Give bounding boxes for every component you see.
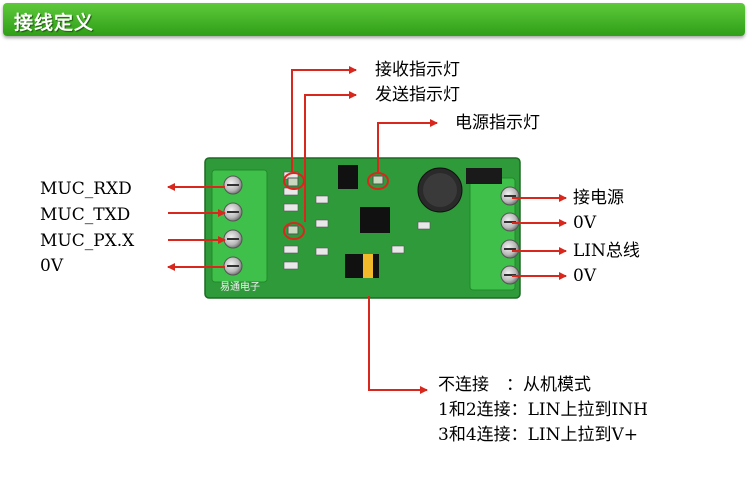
- jumper-note-2: 1和2连接：LIN上拉到INH: [438, 400, 648, 420]
- page-title: 接线定义: [14, 12, 95, 34]
- tx-led: [287, 225, 299, 235]
- left-pin-label-3: MUC_PX.X: [40, 231, 135, 251]
- ic-small: [338, 165, 358, 189]
- jumper-cap: [363, 254, 373, 278]
- jumper-header: [345, 254, 379, 278]
- rx-led: [287, 177, 299, 187]
- left-pin-label-1: MUC_RXD: [40, 179, 132, 199]
- left-pin-label-4: 0V: [40, 256, 64, 276]
- jumper-note-1: 不连接 ：从机模式: [438, 375, 591, 395]
- right-pin-label-2: 0V: [573, 213, 597, 233]
- left-terminal-block: [211, 169, 268, 283]
- pcb-board: 易通电子: [204, 157, 521, 299]
- tx-indicator-arrow: [304, 91, 357, 222]
- left-pin-label-2: MUC_TXD: [40, 205, 131, 225]
- right-pin-label-1: 接电源: [573, 188, 624, 208]
- jumper-arrow: [368, 296, 428, 394]
- power-indicator-arrow: [377, 119, 438, 173]
- power-indicator-label: 电源指示灯: [455, 113, 540, 133]
- right-pin-label-3: LIN总线: [573, 241, 640, 261]
- rx-indicator-label: 接收指示灯: [375, 60, 460, 80]
- header-connector: [466, 168, 502, 184]
- tx-led-highlight: [283, 222, 305, 240]
- tx-indicator-label: 发送指示灯: [375, 85, 460, 105]
- jumper-note-3: 3和4连接：LIN上拉到V+: [438, 425, 639, 445]
- ic-chip: [360, 207, 390, 233]
- board-brand: 易通电子: [220, 280, 260, 293]
- title-banner: 接线定义: [3, 3, 745, 36]
- right-pin-label-4: 0V: [573, 266, 597, 286]
- rx-indicator-arrow: [291, 66, 357, 172]
- power-led: [372, 175, 384, 185]
